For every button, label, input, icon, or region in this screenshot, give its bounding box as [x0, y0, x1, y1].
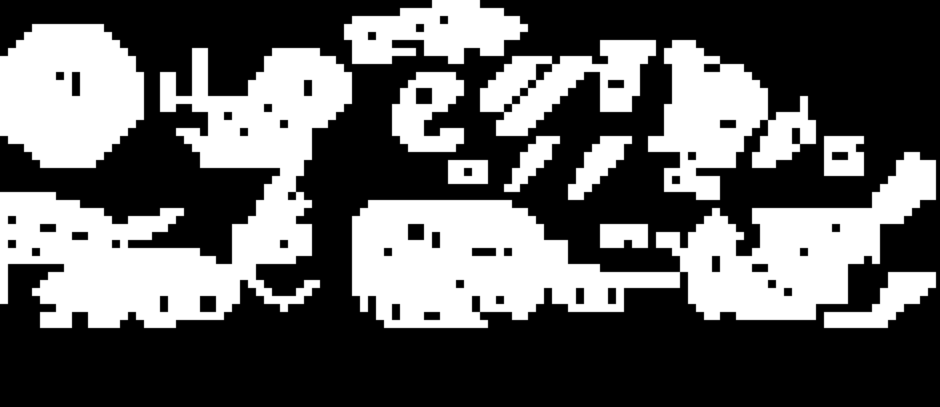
- doodle-canvas: [0, 0, 940, 407]
- doodle-collage: [0, 0, 940, 407]
